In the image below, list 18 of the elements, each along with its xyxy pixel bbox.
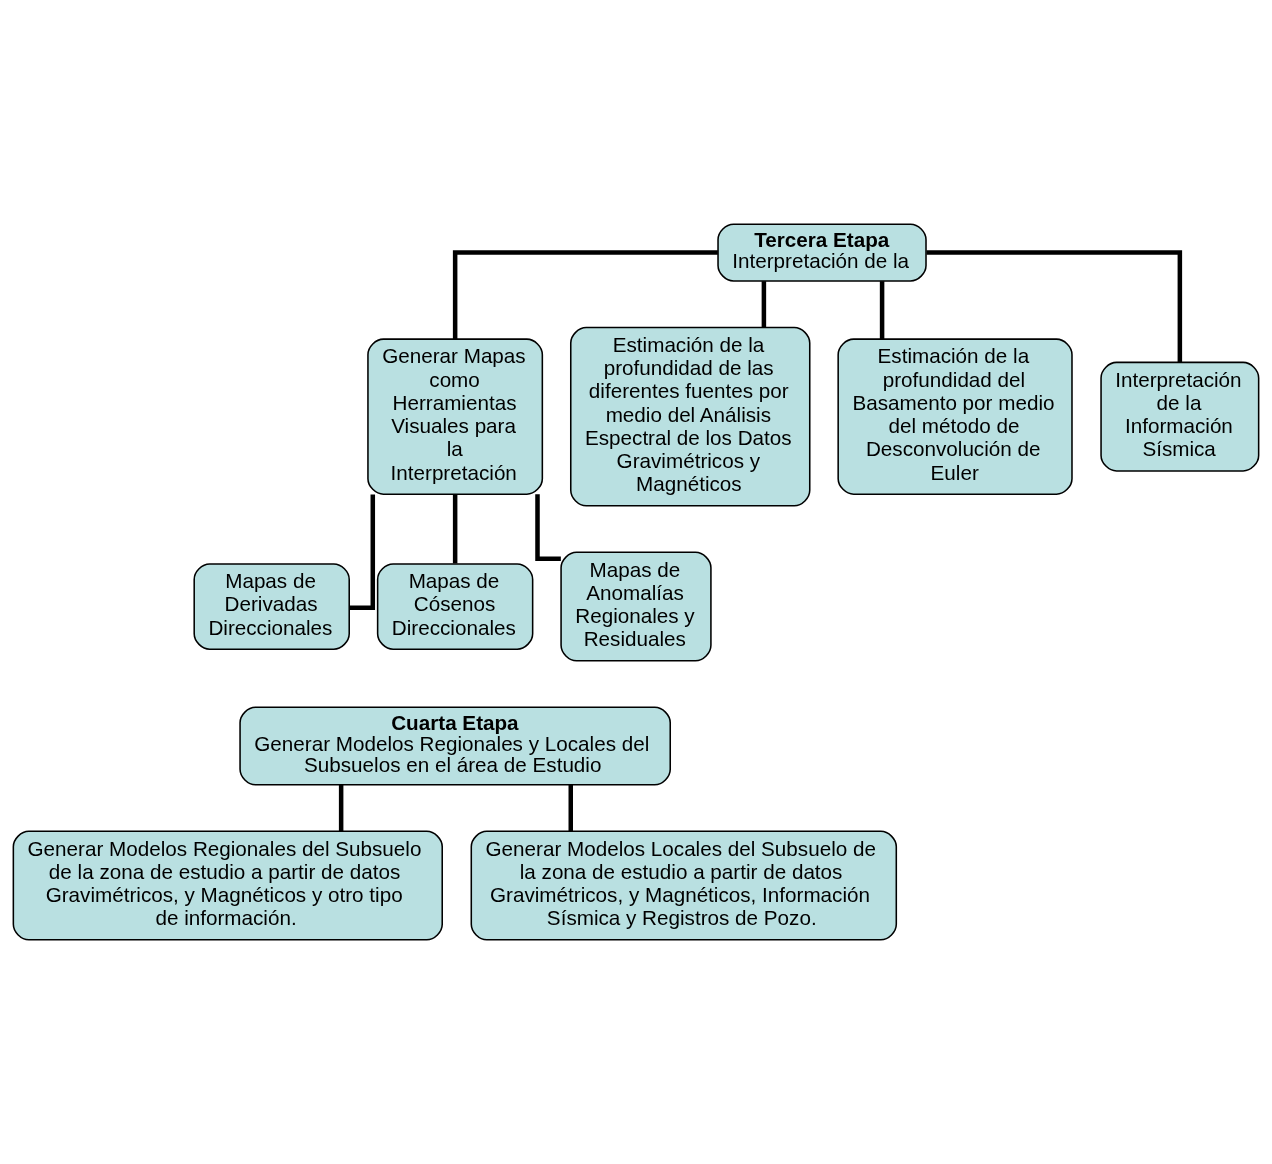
node-box: Interpretación de la Información Sísmica [1100,361,1260,472]
node-box: Estimación de la profundidad del Basamento por medio del método de Desconvolución de Euler [837,338,1073,495]
connector [926,250,1183,362]
connector [568,784,573,832]
node-box: Generar Modelos Locales del Subsuelo de la zona de estudio a partir de datos Gravimétricos, y Magnéticos, Información Sísmica y Registros de Pozo. [470,830,898,941]
node-box: Cuarta Etapa Generar Modelos Regionales y Locales del Subsuelos en el área de Estudio [239,706,671,786]
node-box: Mapas de Anomalías Regionales y Residuales [560,551,712,662]
connector [338,784,344,832]
connector [761,281,767,328]
node-box: Generar Mapas como Herramientas Visuales para la Interpretación [367,338,544,495]
node-box: Estimación de la profundidad de las diferentes fuentes por medio del Análisis Espectral de los Datos Gravimétricos y Magnéticos [570,326,811,507]
node-box: Mapas de Cósenos Direccionales [376,563,534,650]
node-box: Tercera Etapa Interpretación de la [717,223,927,282]
connector [452,494,458,564]
node-box: Generar Modelos Regionales del Subsuelo de la zona de estudio a partir de datos Gravimétricos, y Magnéticos y otro tipo de información. [12,830,443,941]
connector [452,250,718,339]
connector [879,281,885,340]
node-box: Mapas de Derivadas Direccionales [193,563,350,650]
